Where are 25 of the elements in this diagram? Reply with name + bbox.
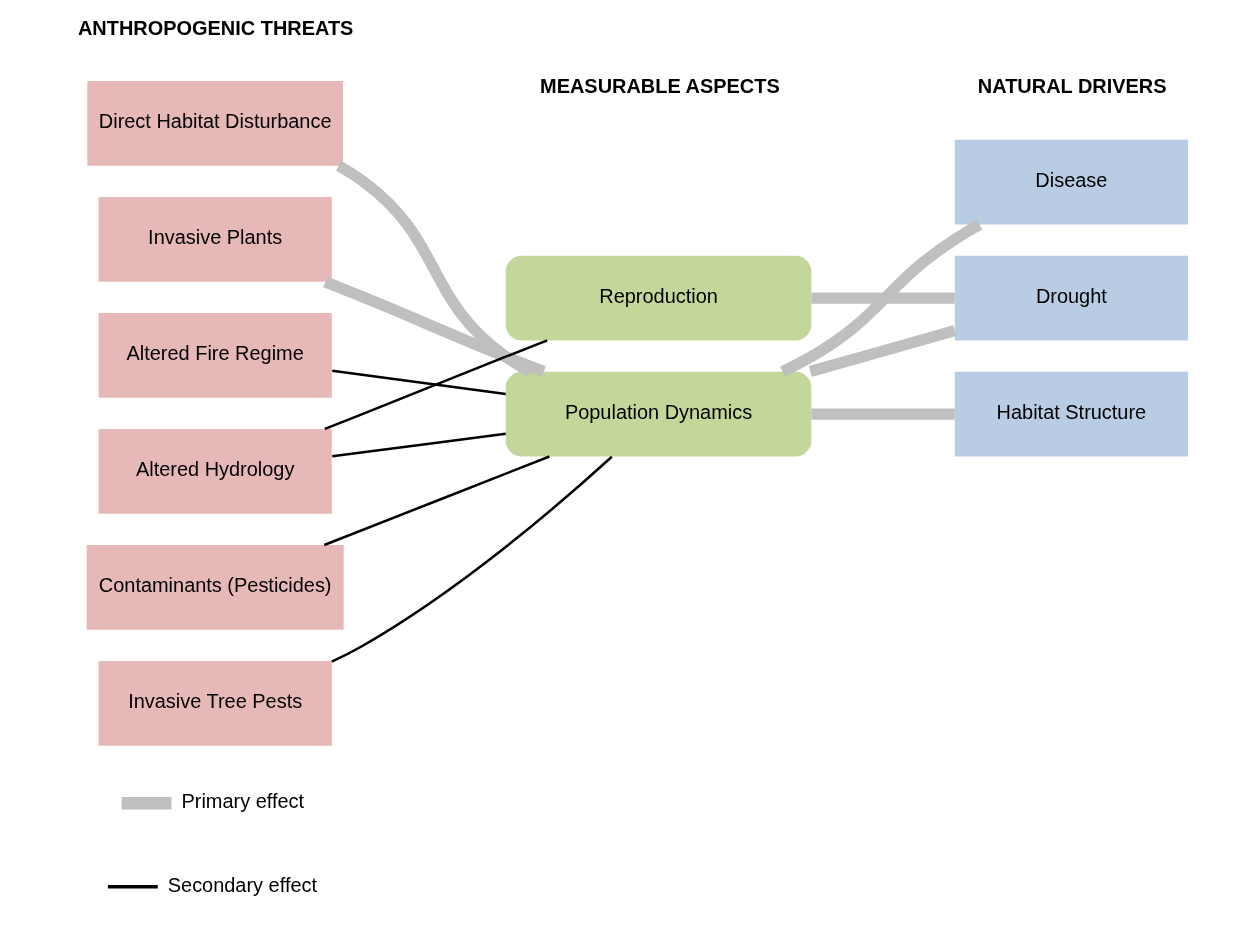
connector: [324, 339, 548, 431]
label: ANTHROPOGENIC THREATS: [77, 16, 354, 39]
node-box: Contaminants (Pesticides): [86, 545, 344, 630]
legend-label: Primary effect: [181, 789, 305, 812]
node-box: Direct Habitat Disturbance: [87, 81, 343, 166]
node-box: Drought: [954, 255, 1188, 341]
node-box: Invasive Tree Pests: [98, 661, 332, 746]
connector: [323, 455, 550, 547]
connector: [332, 432, 506, 458]
label: MEASURABLE ASPECTS: [540, 75, 780, 98]
node-box: Invasive Plants: [98, 197, 332, 282]
node-box: Reproduction: [505, 255, 812, 341]
node-box: Disease: [954, 139, 1188, 225]
connector: [331, 455, 613, 663]
node-box: Population Dynamics: [505, 371, 812, 457]
node-box: Habitat Structure: [954, 371, 1188, 457]
connector: [811, 408, 955, 420]
node-box: Altered Fire Regime: [98, 313, 332, 398]
label: NATURAL DRIVERS: [977, 75, 1167, 98]
node-box: Altered Hydrology: [98, 429, 332, 514]
connector: [323, 276, 546, 377]
connector: [332, 369, 506, 396]
connector: [811, 292, 955, 304]
connector: [808, 325, 957, 377]
legend-label: Secondary effect: [167, 873, 318, 896]
